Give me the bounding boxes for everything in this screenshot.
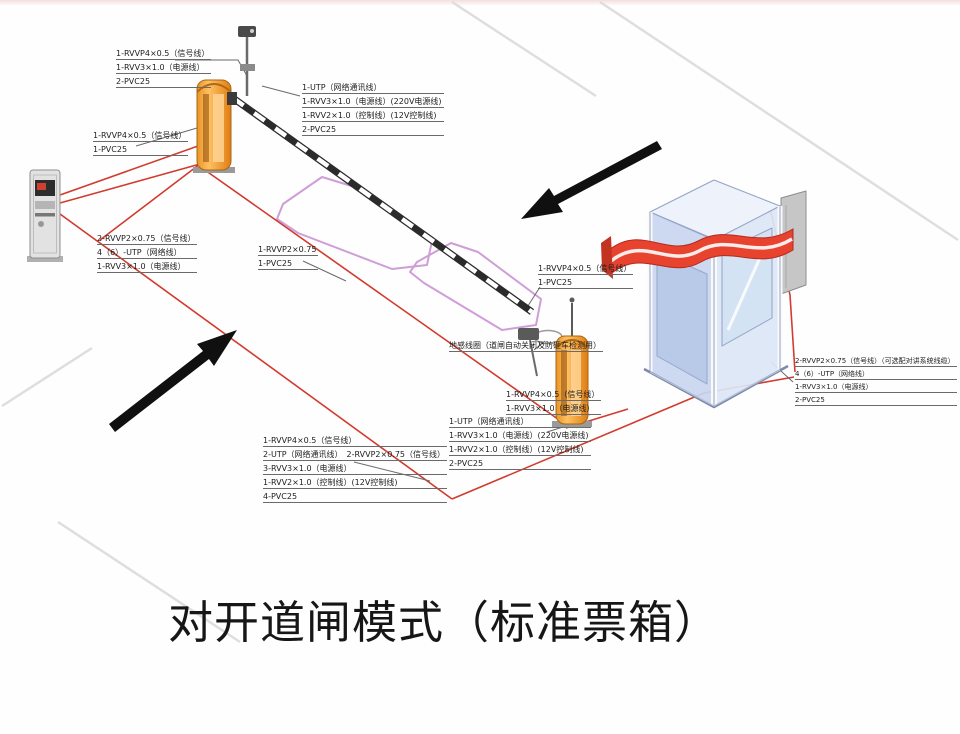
cable-label-line: 1-PVC25 bbox=[93, 146, 189, 156]
ticket-dispenser bbox=[27, 169, 63, 262]
cable-label-line: 1-RVVP4×0.5（信号线） bbox=[263, 437, 448, 447]
cable-label-line: 1-RVV3×1.0（电源线） bbox=[506, 405, 602, 415]
cable-label-line: 4-PVC25 bbox=[263, 493, 448, 503]
cable-label-line: 4（6）-UTP（网络线） bbox=[97, 249, 198, 259]
direction-arrow-icons bbox=[109, 141, 662, 432]
cable-label-line: 1-RVV3×1.0（电源线） bbox=[97, 263, 198, 273]
ground-loop-note: 地感线圈（道闸自动关闭及防砸车检测用） bbox=[449, 342, 603, 356]
cable-label-line: 1-RVVP2×0.75 bbox=[258, 245, 319, 256]
cable-labels-bottom-trunk: 1-RVVP4×0.5（信号线） 2-UTP（网络通讯线） 2-RVVP2×0.… bbox=[263, 437, 448, 507]
cable-label-line: 1-RVV2×1.0（控制线）(12V控制线) bbox=[302, 112, 444, 122]
barrier-arm bbox=[230, 95, 535, 315]
cable-label-line: 1-RVV3×1.0（电源线） bbox=[795, 384, 957, 393]
camera-pole-icon bbox=[238, 26, 256, 96]
vehicle-detector-icon bbox=[518, 328, 539, 377]
cable-label-line: 3-RVV3×1.0（电源线） bbox=[263, 465, 448, 475]
barrier-gate-1 bbox=[193, 79, 237, 173]
cable-labels-gate2-signal: 1-RVVP4×0.5（信号线） 1-PVC25 bbox=[538, 264, 634, 293]
cable-label-line: 4（6）-UTP（网络线） bbox=[795, 371, 957, 380]
cable-label-line: 2-UTP（网络通讯线） 2-RVVP2×0.75（信号线） bbox=[263, 450, 448, 461]
cable-labels-left-trunk: 2-RVVP2×0.75（信号线） 4（6）-UTP（网络线） 1-RVV3×1… bbox=[97, 234, 198, 277]
cable-labels-gate1-camera: 1-UTP（网络通讯线） 1-RVV3×1.0（电源线）(220V电源线) 1-… bbox=[302, 84, 444, 140]
cable-label-line: 1-PVC25 bbox=[258, 260, 319, 270]
top-scan-artifact bbox=[0, 0, 960, 6]
road-markings bbox=[1, 0, 959, 644]
cable-label-line: 1-PVC25 bbox=[538, 279, 634, 289]
cable-labels-gate2-power: 1-RVVP4×0.5（信号线） 1-RVV3×1.0（电源线） bbox=[506, 390, 602, 419]
cable-label-line: 1-RVVP4×0.5（信号线） bbox=[506, 390, 602, 401]
traffic-island-outlines bbox=[276, 176, 542, 331]
cable-label-line: 1-RVVP4×0.5（信号线） bbox=[116, 49, 212, 60]
cable-label-line: 2-RVVP2×0.75（信号线）（可选配对讲系统线缆） bbox=[795, 357, 957, 367]
cable-label-line: 2-RVVP2×0.75（信号线） bbox=[97, 234, 198, 245]
cable-labels-booth-right: 2-RVVP2×0.75（信号线）（可选配对讲系统线缆） 4（6）-UTP（网络… bbox=[795, 358, 957, 410]
cable-label-line: 1-RVV2×1.0（控制线）(12V控制线) bbox=[449, 446, 591, 456]
guard-booth bbox=[643, 179, 807, 409]
cable-label-line: 1-RVV3×1.0（电源线）(220V电源线) bbox=[302, 97, 444, 108]
cable-label-line: 2-PVC25 bbox=[795, 397, 957, 406]
cable-labels-ticket-machine: 1-RVVP4×0.5（信号线） 1-PVC25 bbox=[93, 131, 189, 160]
cable-label-line: 1-RVV2×1.0（控制线）(12V控制线) bbox=[263, 479, 448, 489]
cable-labels-gate2-camera: 1-UTP（网络通讯线） 1-RVV3×1.0（电源线）(220V电源线) 1-… bbox=[449, 418, 591, 474]
barrier-gate-2 bbox=[552, 297, 592, 427]
cable-label-line: 地感线圈（道闸自动关闭及防砸车检测用） bbox=[449, 341, 603, 352]
cable-label-line: 2-PVC25 bbox=[116, 78, 212, 88]
cable-label-line: 2-PVC25 bbox=[449, 460, 591, 470]
cable-label-line: 2-PVC25 bbox=[302, 126, 444, 136]
cable-label-line: 1-UTP（网络通讯线） bbox=[302, 84, 444, 94]
cable-labels-gate1-top: 1-RVVP4×0.5（信号线） 1-RVV3×1.0（电源线） 2-PVC25 bbox=[116, 49, 212, 92]
cable-label-line: 1-UTP（网络通讯线） bbox=[449, 418, 591, 428]
cable-label-line: 1-RVV3×1.0（电源线）(220V电源线) bbox=[449, 431, 591, 442]
diagram-title: 对开道闸模式（标准票箱） bbox=[168, 596, 721, 649]
canopy-ribbon bbox=[601, 228, 794, 279]
cable-label-line: 1-RVVP4×0.5（信号线） bbox=[93, 131, 189, 142]
cable-label-line: 1-RVV3×1.0（电源线） bbox=[116, 64, 212, 74]
cable-label-line: 1-RVVP4×0.5（信号线） bbox=[538, 264, 634, 275]
cable-labels-center-island: 1-RVVP2×0.75 1-PVC25 bbox=[258, 245, 319, 274]
